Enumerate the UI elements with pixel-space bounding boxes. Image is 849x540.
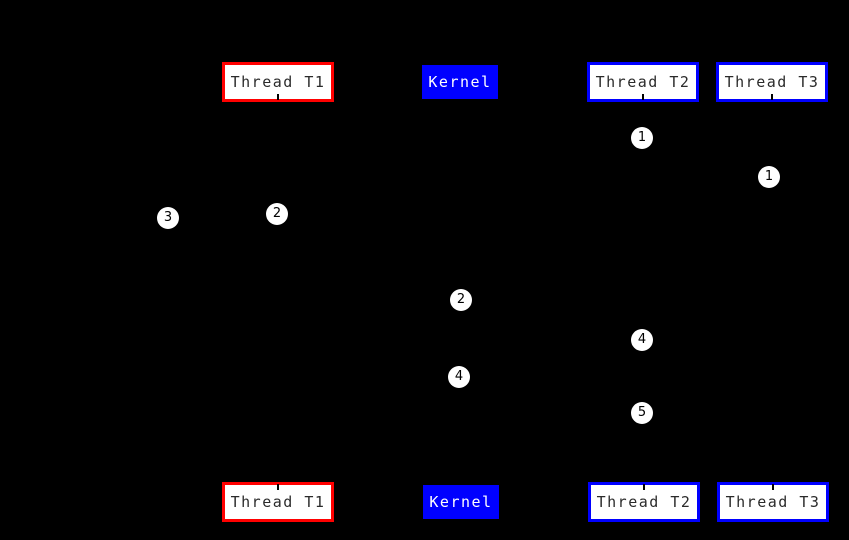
- lifeline-stub: [642, 94, 644, 100]
- lifeline-stub: [643, 484, 645, 490]
- actor-box-kernel-top: Kernel: [422, 65, 498, 99]
- numbered-step-marker: 4: [631, 329, 653, 351]
- numbered-step-marker: 3: [157, 207, 179, 229]
- actor-label: Thread T3: [724, 73, 820, 91]
- actor-label: Thread T1: [230, 73, 326, 91]
- lifeline-stub: [772, 484, 774, 490]
- actor-box-thread-t1-top: Thread T1: [222, 62, 334, 102]
- actor-box-thread-t2-bottom: Thread T2: [588, 482, 700, 522]
- actor-box-thread-t3-bottom: Thread T3: [717, 482, 829, 522]
- numbered-step-marker: 5: [631, 402, 653, 424]
- lifeline-stub: [277, 94, 279, 100]
- numbered-step-marker: 2: [266, 203, 288, 225]
- numbered-step-marker: 1: [758, 166, 780, 188]
- actor-label: Thread T1: [230, 493, 326, 511]
- actor-label: Kernel: [429, 493, 493, 511]
- numbered-step-marker: 1: [631, 127, 653, 149]
- actor-box-thread-t1-bottom: Thread T1: [222, 482, 334, 522]
- actor-box-kernel-bottom: Kernel: [423, 485, 499, 519]
- lifeline-stub: [277, 484, 279, 490]
- lifeline-stub: [771, 94, 773, 100]
- actor-box-thread-t3-top: Thread T3: [716, 62, 828, 102]
- numbered-step-marker: 4: [448, 366, 470, 388]
- actor-box-thread-t2-top: Thread T2: [587, 62, 699, 102]
- actor-label: Kernel: [428, 73, 492, 91]
- actor-label: Thread T2: [596, 493, 692, 511]
- numbered-step-marker: 2: [450, 289, 472, 311]
- actor-label: Thread T3: [725, 493, 821, 511]
- actor-label: Thread T2: [595, 73, 691, 91]
